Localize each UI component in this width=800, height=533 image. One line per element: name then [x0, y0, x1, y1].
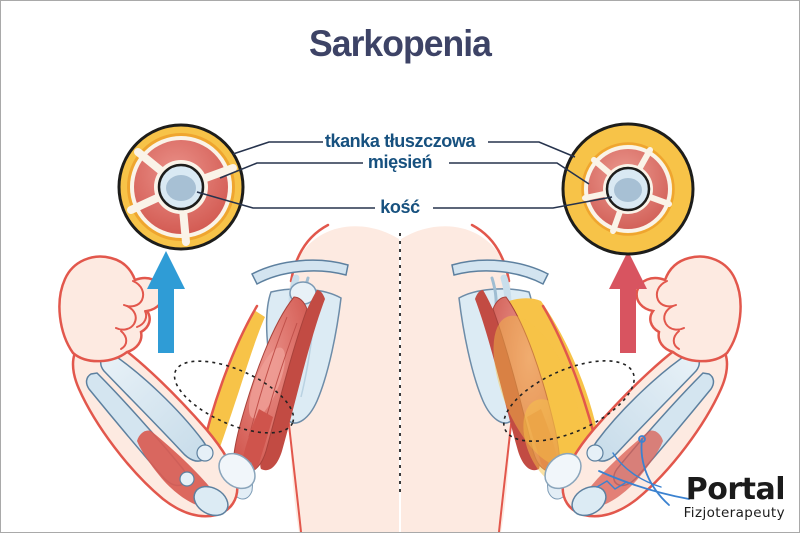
- finger-line: [123, 280, 145, 308]
- forearm-flexor-muscle: [585, 430, 663, 507]
- fat-connector-right: [488, 141, 576, 158]
- olecranon-bone: [193, 485, 229, 517]
- neck-outline-right: [470, 223, 511, 283]
- fist: [58, 255, 165, 363]
- logo-subtitle: Fizjoterapeuty: [683, 504, 785, 521]
- forearm-flexor-muscle: [137, 430, 215, 507]
- bone-head: [586, 444, 604, 462]
- finger-line: [655, 280, 677, 308]
- finger-line: [115, 305, 137, 331]
- muscle-label: mięsień: [367, 152, 433, 172]
- muscle-fiber-line: [248, 316, 288, 438]
- clavicle-bone: [250, 259, 349, 286]
- muscle-connector-right: [449, 162, 590, 185]
- label-connectors: [196, 141, 613, 209]
- page-title: Sarkopenia: [309, 23, 492, 64]
- healthy-muscle-cross-section: [117, 123, 245, 251]
- finger-line: [663, 305, 685, 331]
- sarcopenic-arm-illustration: [401, 223, 742, 532]
- sarcopenia-up-arrow-icon: [609, 251, 647, 353]
- thumb-line: [120, 330, 128, 350]
- logo-name: Portal: [685, 471, 786, 507]
- radius-bone: [100, 352, 209, 462]
- fat-tissue-label: tkanka tłuszczowa: [324, 131, 476, 151]
- muscle-connector-left: [219, 162, 363, 179]
- olecranon-bone: [571, 485, 607, 517]
- triceps-muscle: [260, 290, 325, 471]
- logo-figure-icon: [596, 435, 690, 506]
- bone-connector-left: [196, 191, 375, 209]
- neck-outline-left: [289, 223, 330, 283]
- bone-label: kość: [380, 197, 420, 217]
- cross-section-marker-left: [173, 360, 295, 434]
- bone-head: [179, 471, 195, 487]
- bone-connector-right: [433, 196, 613, 209]
- thumb-line: [672, 330, 680, 350]
- radius-bone: [591, 352, 700, 462]
- healthy-arm-illustration: [58, 223, 399, 532]
- sarcopenic-muscle-cross-section: [561, 122, 695, 256]
- fat-connector-left: [232, 141, 323, 155]
- brachialis-muscle: [241, 409, 273, 472]
- humerus-end-bone: [218, 452, 256, 490]
- fat-layer-thin: [201, 310, 265, 471]
- clavicle-bone: [451, 259, 550, 286]
- humerus-end-bone: [544, 452, 582, 490]
- fist: [635, 255, 742, 363]
- finger-line: [136, 310, 148, 328]
- cross-section-marker-right: [503, 360, 635, 442]
- bone-head: [196, 444, 214, 462]
- healthy-up-arrow-icon: [147, 251, 185, 353]
- biceps-highlight: [248, 347, 286, 419]
- brand-logo: Portal Fizjoterapeuty: [683, 471, 786, 521]
